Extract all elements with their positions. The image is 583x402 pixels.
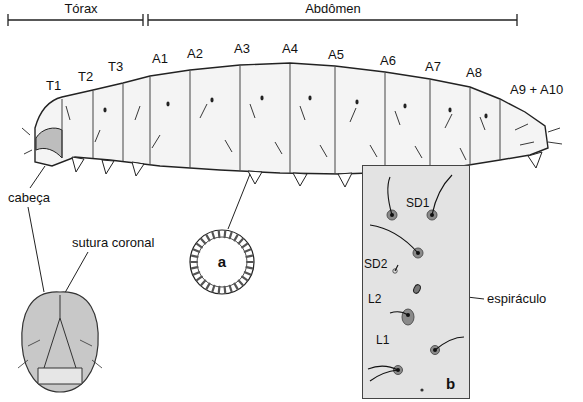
ring-tooth: [247, 261, 253, 263]
detail-circle: a: [189, 229, 255, 295]
seta-socket: [402, 309, 414, 325]
ring-outline: [190, 230, 254, 294]
ring-tooth: [192, 267, 198, 268]
ring-tooth: [230, 286, 232, 292]
segment-label: A7: [425, 59, 441, 74]
ring-tooth: [239, 239, 243, 243]
region-label: Abdômen: [302, 1, 364, 16]
part-label: sutura coronal: [72, 235, 154, 250]
inset-letter: b: [446, 377, 455, 391]
seta: [370, 370, 398, 381]
segment-label: A4: [282, 41, 298, 56]
detail-box: SD1SD2L2L1 b: [362, 165, 470, 399]
seta-label: L1: [376, 333, 389, 347]
ring-tooth: [246, 256, 252, 257]
seta-socket: [420, 388, 423, 391]
ring-tooth: [235, 235, 238, 240]
ring-tooth: [197, 244, 202, 248]
ring-tooth: [224, 231, 227, 237]
segment-label: A1: [152, 51, 168, 66]
ring-tooth: [230, 233, 232, 239]
ring-tooth: [197, 277, 202, 281]
segment-label: T2: [78, 69, 93, 84]
ring-tooth: [246, 267, 252, 268]
ring-tooth: [245, 272, 250, 274]
head-front-view: [18, 292, 102, 392]
segment-lines: [62, 64, 500, 174]
ring-tooth: [207, 284, 210, 289]
ring-tooth: [192, 256, 198, 257]
seta: [368, 366, 398, 370]
ring-tooth: [242, 244, 247, 248]
body-stipple: [36, 128, 62, 158]
ring-tooth: [201, 239, 205, 243]
caterpillar-body: [35, 63, 548, 174]
ring-tooth: [218, 287, 221, 293]
spiracle: [412, 284, 421, 295]
seta: [370, 225, 418, 253]
seta: [388, 177, 392, 215]
box-ground: [363, 166, 470, 399]
ring-tooth: [207, 235, 210, 240]
spiracles: [103, 96, 487, 119]
ring-tooth: [212, 233, 214, 239]
ring-tooth: [191, 261, 197, 263]
seta-label: L2: [368, 292, 381, 306]
segment-label: A9 + A10: [510, 82, 563, 97]
seta-label: SD2: [364, 257, 387, 271]
segment-label: A6: [380, 53, 396, 68]
ring-tooth: [194, 249, 199, 251]
segment-label: A5: [328, 47, 344, 62]
seta: [395, 265, 398, 271]
part-label: espiráculo: [487, 291, 546, 306]
inset-letter: a: [218, 255, 226, 269]
setae: [22, 104, 562, 160]
ring-tooth: [242, 277, 247, 281]
part-label: cabeça: [8, 190, 50, 205]
region-label: Tórax: [61, 1, 100, 16]
ring-tooth: [212, 286, 214, 292]
ring-tooth: [201, 281, 205, 285]
ring-tooth: [239, 281, 243, 285]
segment-label: A3: [234, 41, 250, 56]
segment-label: A8: [466, 65, 482, 80]
ring-tooth: [218, 231, 221, 237]
seta: [435, 337, 464, 350]
legs: [72, 152, 542, 187]
ring-inner: [197, 237, 247, 287]
segment-label: T3: [108, 59, 123, 74]
seta: [390, 312, 408, 315]
seta-label: SD1: [406, 196, 429, 210]
segment-label: T1: [46, 78, 61, 93]
ring-tooth: [245, 249, 250, 251]
segment-label: A2: [187, 46, 203, 61]
ring-tooth: [235, 284, 238, 289]
ring-tooth: [194, 272, 199, 274]
ring-tooth: [224, 287, 227, 293]
seta: [432, 175, 452, 215]
